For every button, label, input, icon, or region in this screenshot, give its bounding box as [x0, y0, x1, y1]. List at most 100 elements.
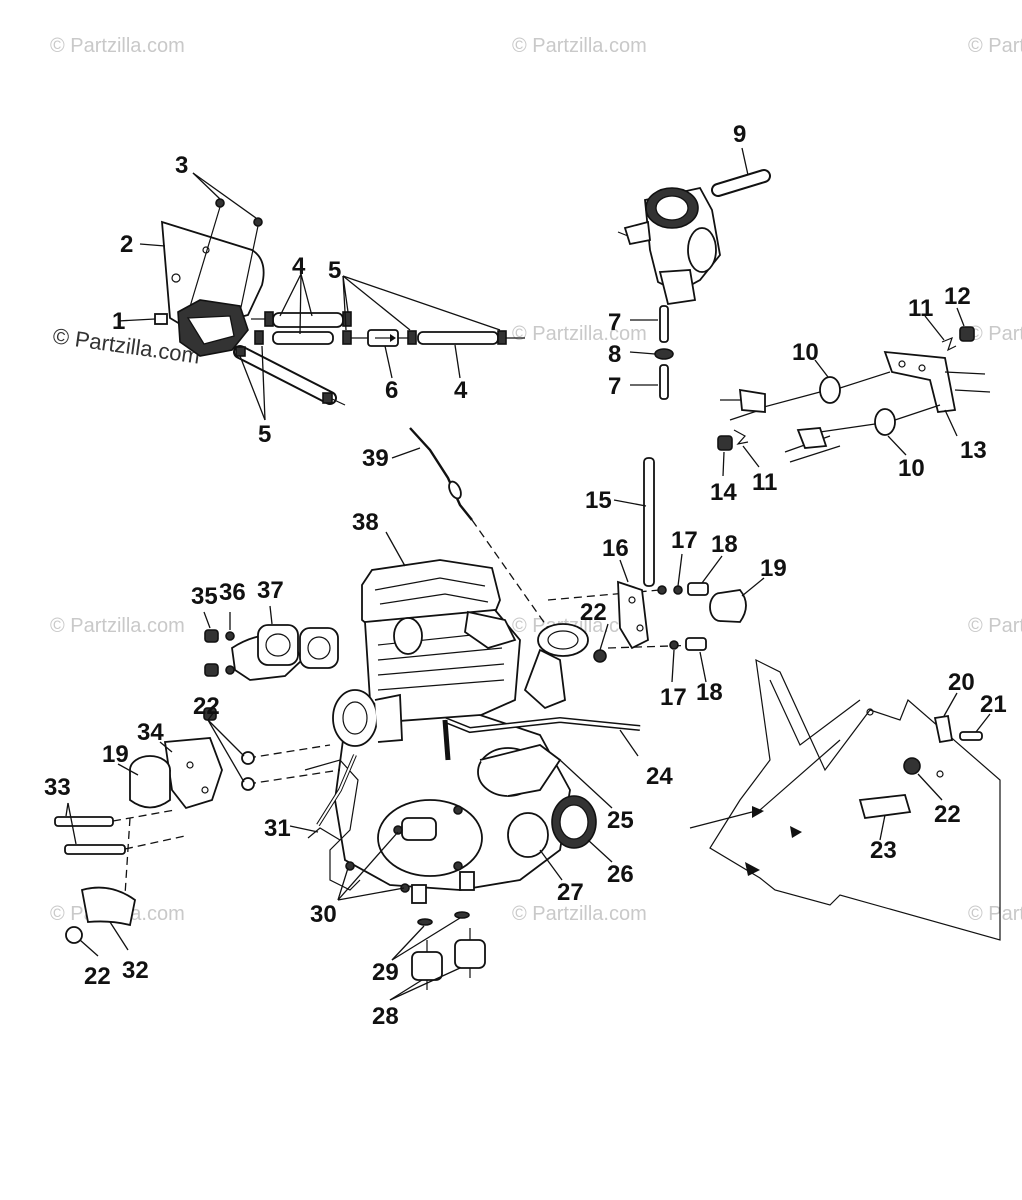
- callout-number: 23: [870, 837, 897, 864]
- fuel-hose: [272, 331, 334, 345]
- washer: [673, 585, 683, 595]
- bolt: [64, 844, 126, 855]
- callout-number: 22: [193, 693, 220, 720]
- carburetor-group: [617, 147, 771, 400]
- callout-number: 32: [122, 957, 149, 984]
- nut: [903, 757, 921, 775]
- callout-number: 22: [84, 963, 111, 990]
- callout-number: 33: [44, 774, 71, 801]
- engine-mount: [454, 939, 486, 969]
- hose-clamp: [254, 330, 264, 345]
- callout-number: 10: [792, 339, 819, 366]
- callout-number: 18: [711, 531, 738, 558]
- callout-number: 10: [898, 455, 925, 482]
- callout-number: 21: [980, 691, 1007, 718]
- nut: [241, 751, 255, 765]
- callout-number: 22: [934, 801, 961, 828]
- engine-assembly: [124, 427, 701, 1001]
- engine-mount: [411, 951, 443, 981]
- hose-clamp: [497, 330, 507, 345]
- callout-number: 8: [608, 341, 621, 368]
- bolt: [685, 637, 707, 651]
- washer: [225, 665, 235, 675]
- callout-number: 7: [608, 373, 621, 400]
- carb-needle: [659, 305, 669, 343]
- nut: [65, 926, 83, 944]
- callout-number: 20: [948, 669, 975, 696]
- mount-rubber: [719, 589, 747, 623]
- callout-number: 17: [660, 684, 687, 711]
- hose-clamp: [235, 346, 246, 357]
- callout-number: 1: [112, 308, 125, 335]
- washer: [669, 640, 679, 650]
- washer: [417, 918, 433, 926]
- throttle-cable-group: [717, 307, 991, 477]
- callout-number: 36: [219, 579, 246, 606]
- callout-number: 31: [264, 815, 291, 842]
- callout-number: 17: [671, 527, 698, 554]
- callout-number: 15: [585, 487, 612, 514]
- cable-bracket: [883, 350, 957, 413]
- nut: [241, 777, 255, 791]
- callout-number: 7: [608, 309, 621, 336]
- hose-clamp: [322, 392, 333, 404]
- callout-number: 28: [372, 1003, 399, 1030]
- callout-number: 11: [752, 469, 777, 496]
- support-rod: [643, 457, 655, 587]
- bolt: [215, 198, 225, 208]
- mount-plate: [858, 794, 912, 819]
- callout-number: 18: [696, 679, 723, 706]
- nut: [204, 629, 219, 643]
- clamp: [507, 812, 549, 858]
- watermark-text: © Partzilla.com: [50, 35, 185, 57]
- callout-number: 19: [102, 741, 129, 768]
- callout-number: 2: [120, 231, 133, 258]
- callout-number: 38: [352, 509, 379, 536]
- bolt: [54, 816, 114, 827]
- carb-jet: [659, 364, 669, 400]
- fuel-pump-group: [117, 172, 525, 421]
- callout-number: 37: [257, 577, 284, 604]
- pump-screw: [154, 313, 168, 325]
- watermark-text: © Partzilla.com: [50, 615, 185, 637]
- hose-clamp: [342, 330, 352, 345]
- bolt: [253, 217, 263, 227]
- callout-number: 14: [710, 479, 737, 506]
- watermark-text: © Partzilla.com: [512, 903, 647, 925]
- bolt: [687, 582, 709, 596]
- callout-number: 16: [602, 535, 629, 562]
- washer: [454, 911, 470, 919]
- hose-clamp: [264, 311, 274, 327]
- nut: [204, 663, 219, 677]
- callout-number: 5: [328, 257, 341, 284]
- callout-number: 12: [944, 283, 971, 310]
- watermark-text: © Partzilla.com: [968, 323, 1022, 345]
- watermark-text: © Partzilla.com: [968, 903, 1022, 925]
- fuel-hose: [417, 331, 499, 345]
- callout-number: 11: [908, 295, 933, 322]
- callout-number: 39: [362, 445, 389, 472]
- callout-number: 3: [175, 152, 188, 179]
- callout-number: 9: [733, 121, 746, 148]
- callout-number: 30: [310, 901, 337, 928]
- callout-number: 29: [372, 959, 399, 986]
- mount-bracket: [163, 737, 223, 810]
- intake-boot: [464, 610, 517, 649]
- frame-section: [709, 658, 1001, 941]
- callout-number: 19: [760, 555, 787, 582]
- callout-number: 13: [960, 437, 987, 464]
- watermark-text: © Partzilla.com: [968, 35, 1022, 57]
- callout-number: 5: [258, 421, 271, 448]
- watermark-text: © Partzilla.com: [968, 615, 1022, 637]
- nut: [959, 326, 975, 342]
- nut: [717, 435, 733, 451]
- nut: [203, 707, 217, 721]
- callout-layer: 1 2 3 4 4 5 5 6 4 9 7 8 7 11 12 10 11 10…: [44, 121, 1007, 1030]
- washer: [225, 631, 235, 641]
- carburetor-mounted: [537, 623, 589, 657]
- callout-number: 26: [607, 861, 634, 888]
- callout-number: 35: [191, 583, 218, 610]
- hose-clamp: [407, 330, 417, 345]
- heat-shield: [80, 886, 136, 927]
